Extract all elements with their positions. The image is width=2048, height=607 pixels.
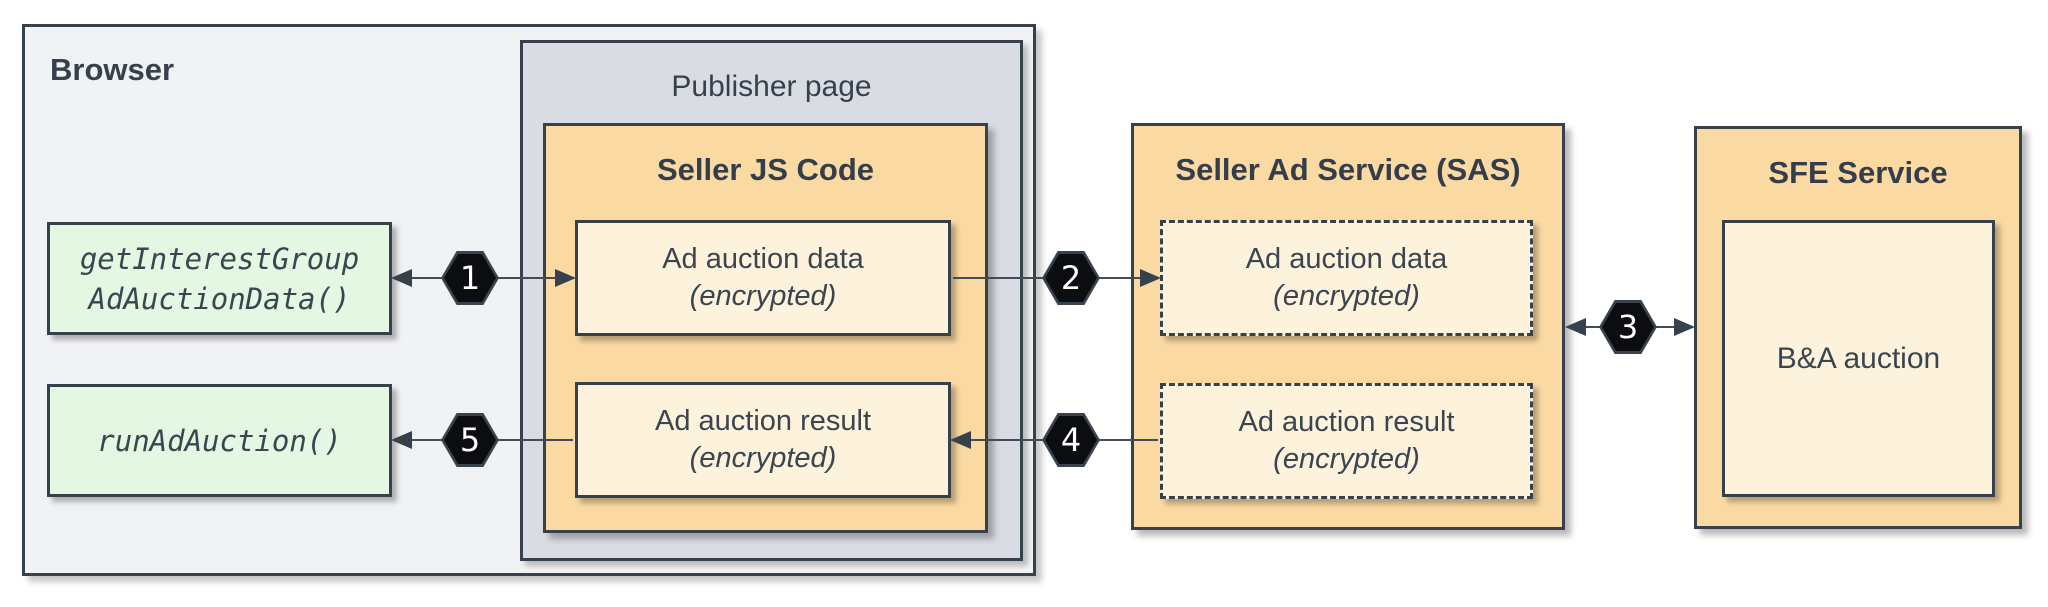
box-label: B&A auction bbox=[1776, 342, 1941, 375]
code-line: runAdAuction() bbox=[97, 423, 342, 458]
code-line: getInterestGroup bbox=[79, 241, 360, 276]
sas-ad-auction-result-box: Ad auction result (encrypted) bbox=[1160, 383, 1533, 499]
box-sublabel: (encrypted) bbox=[1273, 443, 1420, 475]
step-number: 2 bbox=[1060, 259, 1082, 297]
arrowhead-right-icon bbox=[555, 269, 576, 287]
step-number: 5 bbox=[459, 421, 481, 459]
seller-ad-service-title: Seller Ad Service (SAS) bbox=[1175, 152, 1521, 187]
code-line: AdAuctionData() bbox=[88, 281, 351, 316]
step-number: 4 bbox=[1060, 421, 1082, 459]
step-number: 1 bbox=[459, 259, 481, 297]
run-ad-auction-box: runAdAuction() bbox=[47, 384, 392, 497]
step-2-badge: 2 bbox=[1042, 251, 1100, 305]
step-number: 3 bbox=[1617, 308, 1639, 346]
box-label: Ad auction result bbox=[654, 405, 871, 437]
seller-js-code-title: Seller JS Code bbox=[656, 152, 875, 187]
step-3-badge: 3 bbox=[1599, 300, 1657, 354]
get-interest-group-ad-auction-data-box: getInterestGroup AdAuctionData() bbox=[47, 222, 392, 335]
ba-auction-box: B&A auction bbox=[1722, 220, 1995, 497]
sas-ad-auction-data-box: Ad auction data (encrypted) bbox=[1160, 220, 1533, 336]
browser-label: Browser bbox=[50, 52, 175, 87]
arrowhead-left-icon bbox=[1565, 318, 1586, 336]
box-sublabel: (encrypted) bbox=[689, 442, 837, 474]
seller-js-ad-auction-data-box: Ad auction data (encrypted) bbox=[575, 220, 951, 336]
arrowhead-left-icon bbox=[391, 431, 412, 449]
publisher-page-label: Publisher page bbox=[671, 70, 872, 103]
box-sublabel: (encrypted) bbox=[1273, 280, 1420, 312]
box-label: Ad auction data bbox=[662, 243, 864, 275]
box-label: Ad auction result bbox=[1238, 406, 1455, 438]
step-4-badge: 4 bbox=[1042, 413, 1100, 467]
arrowhead-left-icon bbox=[391, 269, 412, 287]
arrowhead-right-icon bbox=[1140, 269, 1161, 287]
sfe-service-title: SFE Service bbox=[1768, 155, 1948, 190]
box-sublabel: (encrypted) bbox=[689, 280, 837, 312]
arrowhead-left-icon bbox=[950, 431, 971, 449]
box-label: Ad auction data bbox=[1245, 243, 1448, 275]
connector-step3 bbox=[1565, 317, 1695, 337]
seller-js-ad-auction-result-box: Ad auction result (encrypted) bbox=[575, 382, 951, 498]
arrowhead-right-icon bbox=[1674, 318, 1695, 336]
